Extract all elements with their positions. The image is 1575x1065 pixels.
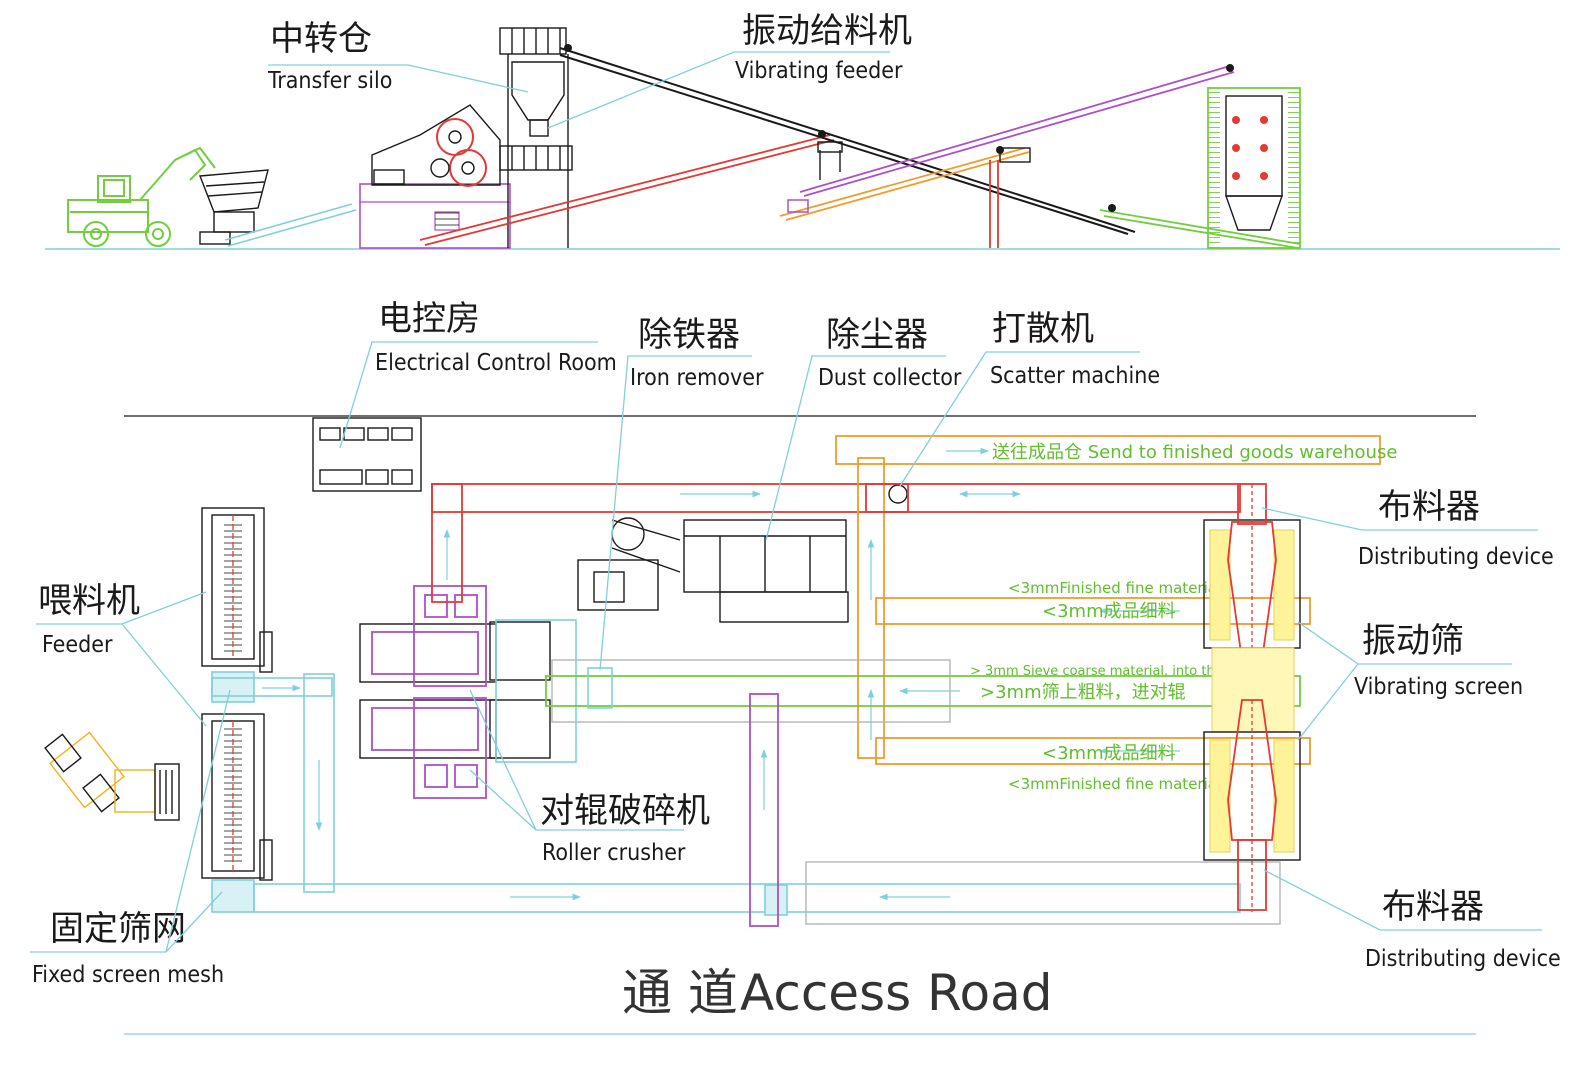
distributor-bottom-en: Distributing device [1365, 946, 1561, 972]
scatter-machine-en: Scatter machine [990, 363, 1160, 389]
elevation-view: 中转仓 Transfer silo 振动给料机 Vibrating feeder [45, 11, 1560, 250]
screening-tower-elevation [1207, 87, 1301, 249]
finished-goods-conveyor: 送往成品仓 Send to finished goods warehouse [835, 435, 1397, 465]
fixed-screen-en: Fixed screen mesh [32, 962, 224, 988]
fine-conveyor-bottom: <3mm成品细料 <3mmFinished fine material [875, 737, 1311, 793]
label-vibrating-feeder: 振动给料机 Vibrating feeder [547, 11, 912, 129]
dust-collector-zh: 除尘器 [826, 315, 928, 355]
flow-fine-zh-top: <3mm成品细料 [1042, 601, 1176, 622]
access-road: 通 道 Access Road [124, 964, 1476, 1035]
transfer-silo-en: Transfer silo [267, 68, 392, 94]
flow-coarse-en: > 3mm Sieve coarse material, into the ro… [970, 664, 1247, 679]
green-belt-elevation [1099, 209, 1301, 249]
vibrating-screen-2-plan [1203, 699, 1301, 912]
coarse-return-conveyor: > 3mm Sieve coarse material, into the ro… [545, 659, 1301, 723]
scatter-machine-plan [857, 457, 909, 759]
belt-drive-units [564, 44, 1234, 212]
access-road-zh: 通 道 [622, 964, 738, 1022]
roller-crusher-1-plan [359, 585, 551, 687]
iron-remover-zh: 除铁器 [638, 315, 740, 355]
flow-finished-warehouse: 送往成品仓 Send to finished goods warehouse [992, 442, 1397, 463]
crusher-building-elevation [359, 183, 511, 249]
purple-conveyor-plan [749, 693, 1281, 927]
label-dust-collector: 除尘器 Dust collector [765, 315, 962, 541]
orange-belt-elevation [779, 147, 1030, 221]
vibrating-screen-zh: 振动筛 [1362, 621, 1464, 661]
roller-crusher-en: Roller crusher [542, 840, 686, 866]
roller-crusher-2-plan [359, 697, 551, 799]
distributor-bottom-zh: 布料器 [1382, 887, 1484, 927]
label-transfer-silo: 中转仓 Transfer silo [267, 19, 529, 94]
flow-coarse-zh: >3mm筛上粗料，进对辊 [980, 682, 1186, 703]
label-scatter-machine: 打散机 Scatter machine [899, 309, 1160, 487]
plan-view: 送往成品仓 Send to finished goods warehouse <… [30, 299, 1561, 1035]
screen-bridge-yellow [1211, 647, 1295, 733]
red-conveyor-plan [431, 483, 1241, 603]
flow-fine-en-top: <3mmFinished fine material [1008, 579, 1221, 597]
feed-hopper-elevation [199, 169, 269, 245]
feeder-en: Feeder [42, 632, 113, 658]
label-distributor-top: 布料器 Distributing device [1261, 487, 1554, 570]
control-room-en: Electrical Control Room [375, 350, 617, 376]
control-room-zh: 电控房 [378, 299, 480, 339]
wheel-loader-plan [44, 731, 180, 821]
feeder-conveyors-plan [211, 673, 1241, 916]
fine-conveyor-top: <3mmFinished fine material <3mm成品细料 [875, 579, 1311, 625]
dust-collector-en: Dust collector [818, 365, 962, 391]
access-road-en: Access Road [740, 964, 1053, 1022]
distributor-top-zh: 布料器 [1378, 487, 1480, 527]
distributor-top-en: Distributing device [1358, 544, 1554, 570]
feeder-zh: 喂料机 [38, 581, 140, 621]
red-belt-elevation [419, 134, 835, 246]
scatter-machine-zh: 打散机 [992, 309, 1094, 349]
vibrating-screen-en: Vibrating screen [1354, 674, 1523, 700]
transfer-silo-zh: 中转仓 [270, 19, 372, 59]
feeder-1-plan [201, 507, 273, 703]
conveyor-to-crusher-elevation [224, 203, 357, 247]
transfer-silo-tower [499, 27, 573, 248]
vibrating-screen-1-plan [1203, 483, 1301, 661]
fixed-screen-zh: 固定筛网 [50, 909, 186, 949]
label-fixed-screen: 固定筛网 Fixed screen mesh [30, 689, 231, 988]
flow-fine-en-bottom: <3mmFinished fine material [1008, 775, 1221, 793]
label-distributor-bottom: 布料器 Distributing device [1263, 869, 1561, 972]
iron-remover-en: Iron remover [630, 365, 764, 391]
flow-fine-zh-bottom: <3mm成品细料 [1042, 743, 1176, 764]
label-vibrating-screen: 振动筛 Vibrating screen [1297, 621, 1523, 741]
feeder-2-plan [201, 713, 273, 913]
belt-supports [787, 141, 1031, 248]
label-feeder: 喂料机 Feeder [36, 581, 207, 727]
control-room-plan [312, 417, 422, 492]
label-control-room: 电控房 Electrical Control Room [339, 299, 617, 449]
label-iron-remover: 除铁器 Iron remover [599, 315, 764, 671]
wheel-loader-elevation [67, 146, 216, 247]
roller-crusher-zh: 对辊破碎机 [540, 791, 710, 831]
vibrating-feeder-en: Vibrating feeder [735, 58, 903, 84]
label-roller-crusher: 对辊破碎机 Roller crusher [469, 689, 710, 866]
crusher-discharge-chute [495, 619, 577, 763]
roller-crusher-elevation [371, 104, 501, 187]
dust-collector-plan [577, 517, 849, 623]
vibrating-feeder-zh: 振动给料机 [742, 11, 912, 51]
purple-belt-elevation [799, 65, 1235, 197]
